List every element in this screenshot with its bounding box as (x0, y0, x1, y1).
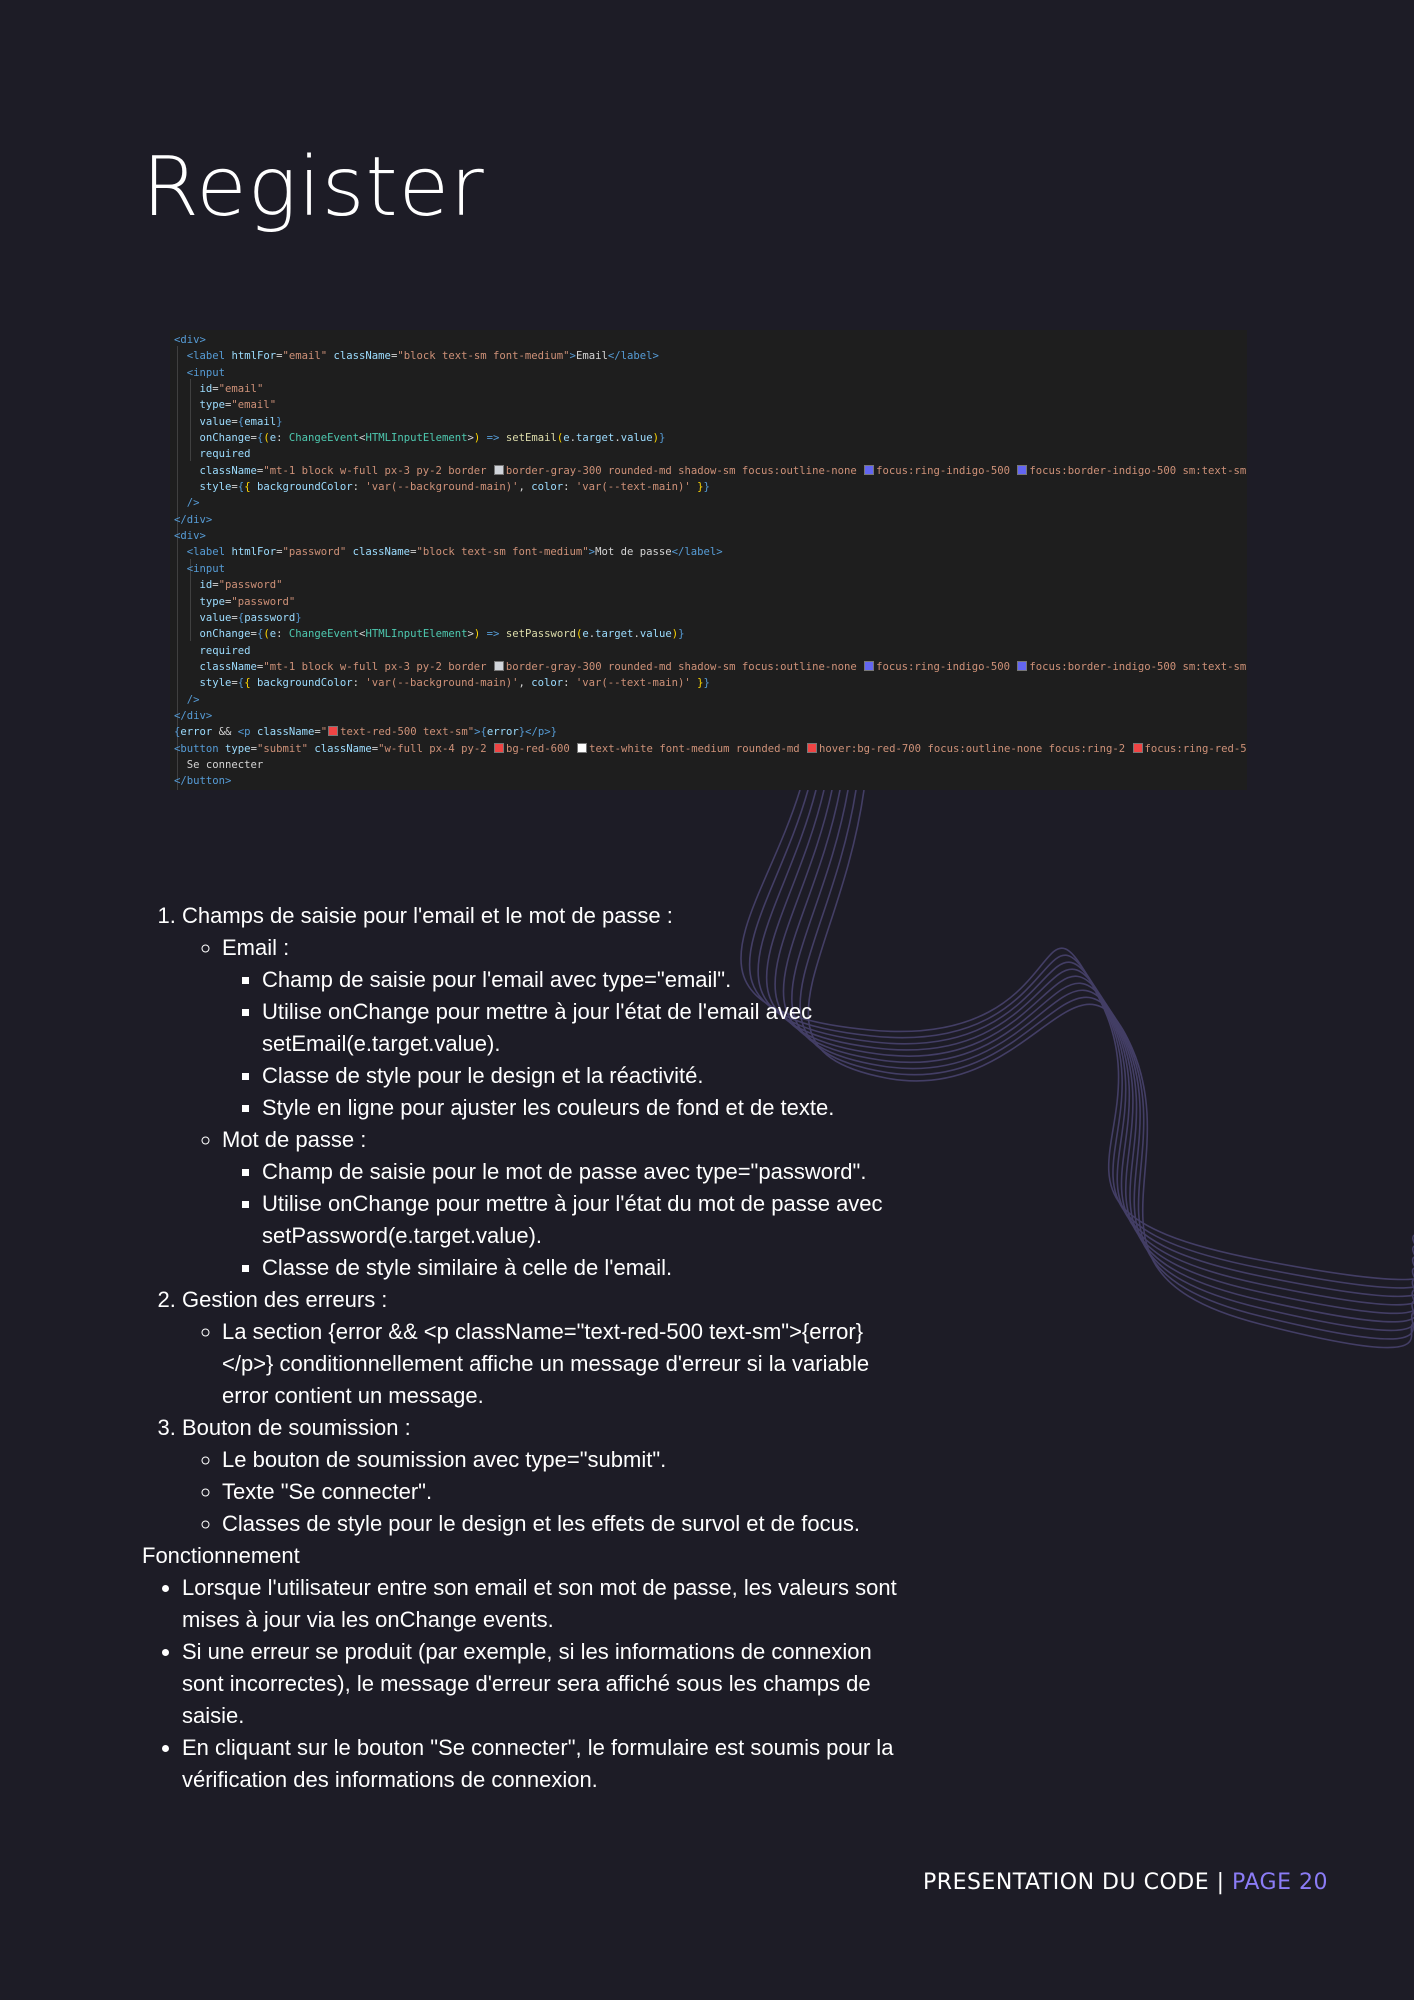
list-item: Classe de style pour le design et la réa… (262, 1060, 902, 1092)
list-item: Utilise onChange pour mettre à jour l'ét… (262, 996, 902, 1060)
list-item: Lorsque l'utilisateur entre son email et… (182, 1572, 902, 1636)
code-screenshot: <div> <label htmlFor="email" className="… (170, 330, 1247, 790)
functioning-heading: Fonctionnement (142, 1543, 300, 1568)
functioning-list: Lorsque l'utilisateur entre son email et… (142, 1572, 902, 1796)
list-item: Champs de saisie pour l'email et le mot … (182, 900, 902, 1284)
explanation-section: Champs de saisie pour l'email et le mot … (142, 900, 902, 1796)
code-button-text: Se connecter (186, 758, 264, 771)
explanation-list: Champs de saisie pour l'email et le mot … (142, 900, 902, 1540)
code-email-label: Email (575, 350, 608, 363)
list-item: Classe de style similaire à celle de l'e… (262, 1252, 902, 1284)
list-item: Si une erreur se produit (par exemple, s… (182, 1636, 902, 1732)
list-item: Utilise onChange pour mettre à jour l'ét… (262, 1188, 902, 1252)
list-item: Mot de passe : Champ de saisie pour le m… (222, 1124, 902, 1284)
page-footer: PRESENTATION DU CODE | PAGE 20 (923, 1870, 1328, 1895)
list-item: Le bouton de soumission avec type="submi… (222, 1444, 902, 1476)
list-item: Champ de saisie pour le mot de passe ave… (262, 1156, 902, 1188)
code-password-label: Mot de passe (595, 546, 672, 559)
list-item: En cliquant sur le bouton "Se connecter"… (182, 1732, 902, 1796)
page-number: PAGE 20 (1232, 1870, 1328, 1895)
decorative-wave-lines (740, 789, 1414, 1349)
list-item: Bouton de soumission : Le bouton de soum… (182, 1412, 902, 1540)
list-item: La section {error && <p className="text-… (222, 1316, 902, 1412)
list-item: Champ de saisie pour l'email avec type="… (262, 964, 902, 996)
list-item: Style en ligne pour ajuster les couleurs… (262, 1092, 902, 1124)
footer-separator: | (1209, 1870, 1233, 1895)
list-item: Classes de style pour le design et les e… (222, 1508, 902, 1540)
list-item: Email : Champ de saisie pour l'email ave… (222, 932, 902, 1124)
page-title: Register (142, 140, 485, 235)
code-block: <div> <label htmlFor="email" className="… (174, 334, 1247, 788)
footer-section: PRESENTATION DU CODE (923, 1870, 1210, 1895)
list-item: Texte "Se connecter". (222, 1476, 902, 1508)
list-item: Gestion des erreurs : La section {error … (182, 1284, 902, 1412)
